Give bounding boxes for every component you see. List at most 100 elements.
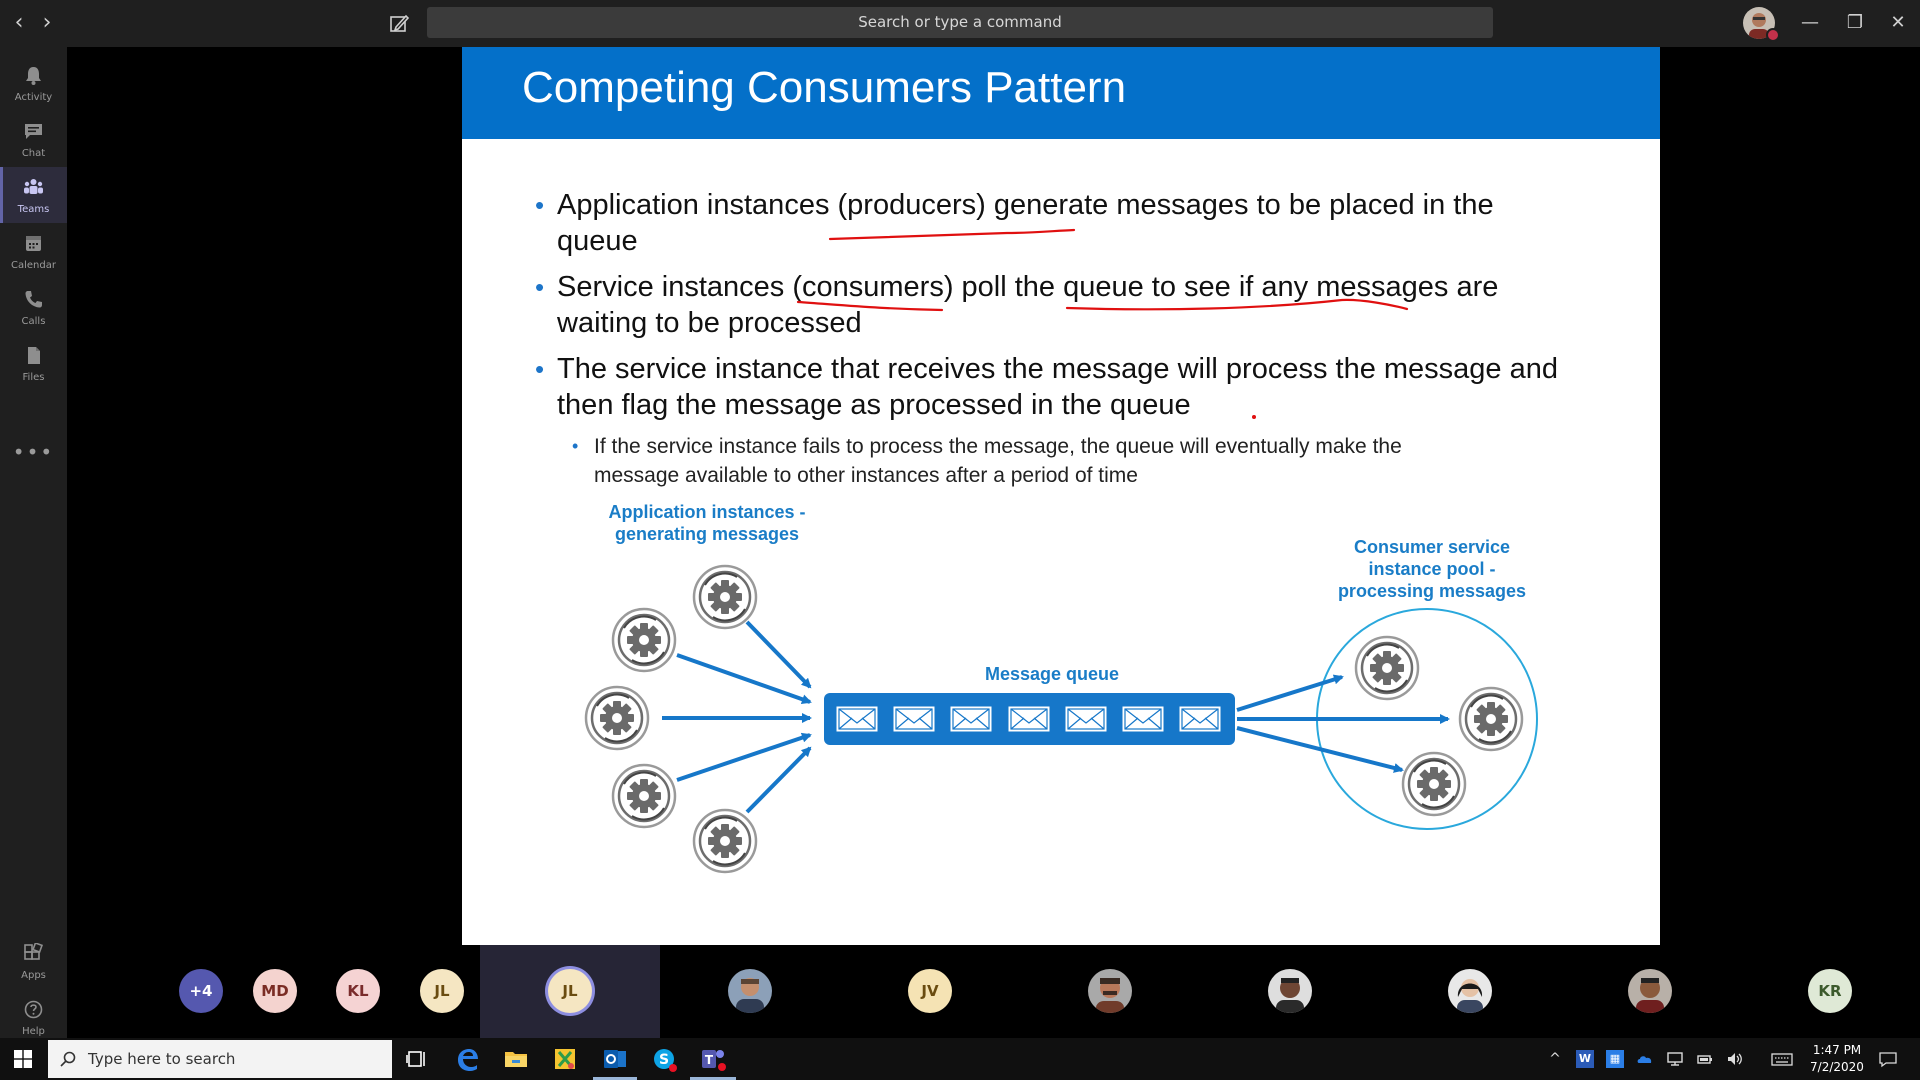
participant-overflow-tile[interactable]: +4 [146, 945, 256, 1038]
participant-tile[interactable] [1020, 945, 1200, 1038]
participant-tile[interactable]: KR [1740, 945, 1920, 1038]
rail-item-chat[interactable]: Chat [0, 111, 67, 167]
participant-tile[interactable]: JV [840, 945, 1020, 1038]
help-icon [24, 1000, 43, 1019]
producer-arrow [745, 620, 812, 689]
file-icon [28, 347, 40, 364]
producer-arrow [676, 653, 812, 705]
rail-label: Chat [21, 148, 46, 159]
rail-item-files[interactable]: Files [0, 335, 67, 391]
participant-tile[interactable]: MD [229, 945, 339, 1038]
slide-header: Competing Consumers Pattern [462, 47, 1660, 139]
message-envelope-icon [1122, 706, 1164, 732]
taskbar-search-input[interactable]: Type here to search [48, 1040, 392, 1078]
forward-button[interactable]: › [42, 10, 52, 35]
ink-underline [796, 300, 944, 312]
ink-underline [828, 228, 1076, 241]
producers-label: Application instances - generating messa… [562, 501, 852, 545]
task-view-icon[interactable] [402, 1044, 432, 1074]
more-apps-icon[interactable]: ••• [12, 440, 55, 464]
rail-item-calls[interactable]: Calls [0, 279, 67, 335]
avatar [728, 969, 772, 1013]
participant-strip: +4 MD KL JL JL JV KR [67, 945, 1920, 1038]
consumers-label: Consumer service instance pool - process… [1292, 536, 1572, 602]
skype-icon[interactable]: S [649, 1044, 679, 1074]
producer-gear-icon [611, 763, 677, 829]
subbullet-line: If the service instance fails to process… [594, 435, 1402, 458]
file-explorer-icon[interactable] [501, 1044, 531, 1074]
label-line: processing messages [1337, 581, 1527, 601]
bullet-consumers: • Service instances (consumers) poll the… [535, 269, 1499, 341]
label-line: instance pool - [1368, 559, 1496, 579]
avatar: KL [336, 969, 380, 1013]
teams-app-icon[interactable]: T [698, 1044, 728, 1074]
network-app-tray-icon[interactable]: ▦ [1606, 1050, 1624, 1068]
onedrive-icon[interactable] [1636, 1050, 1654, 1068]
rail-item-help[interactable]: Help [0, 989, 67, 1045]
participant-tile[interactable] [1380, 945, 1560, 1038]
message-envelope-icon [893, 706, 935, 732]
command-search-input[interactable]: Search or type a command [427, 7, 1493, 38]
overflow-count-badge[interactable]: +4 [179, 969, 223, 1013]
windows-taskbar: Type here to search S T ^ W ▦ [0, 1038, 1920, 1080]
minimize-button[interactable]: — [1801, 12, 1819, 33]
consumer-gear-icon [1458, 686, 1524, 752]
avatar [1628, 969, 1672, 1013]
rail-label: Apps [21, 970, 46, 981]
bullet-line: Service instances (consumers) poll the q… [557, 271, 1499, 303]
label-line: Application instances - [608, 502, 806, 522]
participant-tile[interactable] [1200, 945, 1380, 1038]
rail-item-apps[interactable]: Apps [0, 933, 67, 989]
producer-arrow [745, 746, 812, 814]
battery-icon[interactable] [1696, 1050, 1714, 1068]
ink-underline [1065, 298, 1409, 311]
rail-label: Help [22, 1026, 45, 1037]
edge-browser-icon[interactable] [452, 1044, 482, 1074]
system-clock[interactable]: 1:47 PM 7/2/2020 [1797, 1042, 1877, 1076]
windows-start-icon[interactable] [14, 1050, 32, 1068]
message-envelope-icon [1065, 706, 1107, 732]
bullet-dot: • [535, 354, 545, 384]
new-chat-icon[interactable] [386, 11, 412, 37]
competing-consumers-diagram [584, 228, 1538, 874]
rail-item-teams[interactable]: Teams [0, 167, 67, 223]
restore-button[interactable]: ❐ [1846, 12, 1864, 33]
participant-tile[interactable] [660, 945, 840, 1038]
tray-overflow-icon[interactable]: ^ [1549, 1051, 1561, 1067]
keyboard-icon[interactable] [1771, 1050, 1793, 1068]
teams-icon [24, 179, 43, 194]
bullet-dot: • [572, 436, 579, 456]
rail-label: Files [22, 372, 45, 383]
notification-center-icon[interactable] [1878, 1050, 1898, 1068]
bullet-line: Application instances (producers) genera… [557, 189, 1494, 221]
calendar-icon [26, 236, 41, 251]
rail-item-activity[interactable]: Activity [0, 55, 67, 111]
back-button[interactable]: ‹ [14, 10, 24, 35]
bullet-producers: • Application instances (producers) gene… [535, 187, 1494, 259]
participant-tile[interactable] [1560, 945, 1740, 1038]
queue-label: Message queue [984, 664, 1120, 684]
display-icon[interactable] [1666, 1050, 1684, 1068]
clock-time: 1:47 PM [1812, 1043, 1862, 1057]
taskbar-search-placeholder: Type here to search [88, 1050, 236, 1068]
participant-tile[interactable]: JL [396, 945, 506, 1038]
message-envelope-icon [950, 706, 992, 732]
bullet-line: waiting to be processed [557, 307, 862, 339]
bullet-line: queue [557, 225, 638, 257]
outlook-icon[interactable] [600, 1044, 630, 1074]
shared-slide: Competing Consumers Pattern • Applicatio… [462, 47, 1660, 945]
bullet-dot: • [535, 190, 545, 220]
bullet-process: • The service instance that receives the… [535, 351, 1558, 423]
message-envelope-icon [1008, 706, 1050, 732]
participant-tile-speaking[interactable]: JL [480, 945, 660, 1038]
apps-icon [24, 943, 44, 960]
producer-arrow [676, 732, 812, 782]
close-button[interactable]: ✕ [1890, 12, 1906, 33]
participant-tile[interactable]: KL [312, 945, 422, 1038]
volume-icon[interactable] [1726, 1050, 1744, 1068]
snipping-tool-icon[interactable] [550, 1044, 580, 1074]
avatar: MD [253, 969, 297, 1013]
rail-item-calendar[interactable]: Calendar [0, 223, 67, 279]
taskbar-active-indicator [593, 1077, 637, 1080]
word-tray-icon[interactable]: W [1576, 1050, 1594, 1068]
